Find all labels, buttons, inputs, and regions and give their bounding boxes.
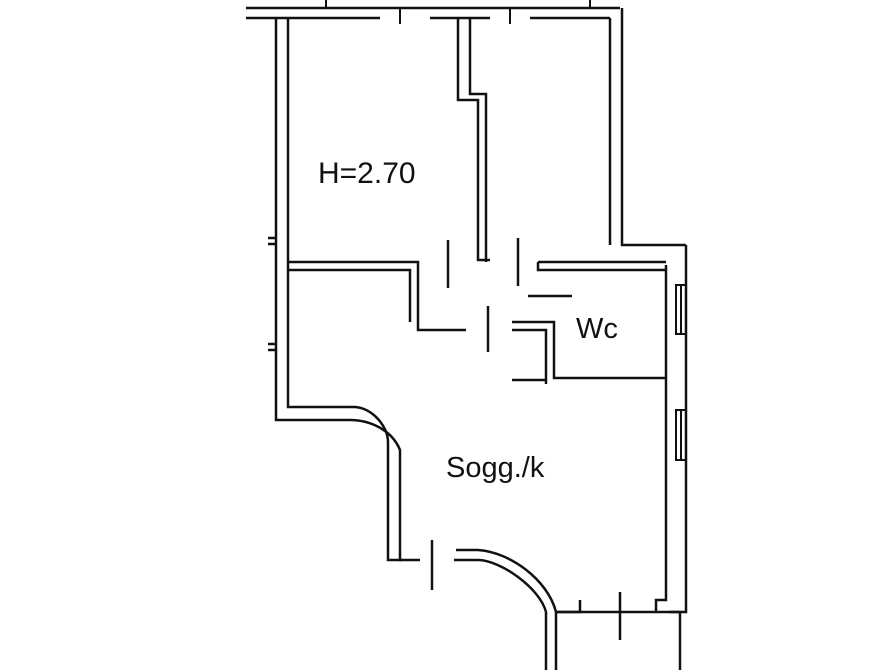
left-wall-outer (274, 18, 420, 562)
room-label-living: Sogg./k (446, 452, 545, 484)
bottom-wall-inner (456, 548, 582, 614)
wc-top-wall (536, 260, 666, 272)
wc-left-wall (512, 320, 666, 384)
left-wall-notch-bottom (268, 342, 276, 352)
balcony (554, 610, 682, 670)
outer-walls (246, 6, 688, 670)
windows (325, 0, 687, 461)
bedroom-bottom-wall (288, 260, 466, 332)
bottom-wall (454, 558, 548, 670)
partition-center (456, 18, 490, 262)
window-top-right (509, 0, 591, 24)
window-right-upper (675, 284, 687, 335)
right-wall-upper (608, 8, 686, 247)
right-wall-inner (654, 265, 668, 612)
window-top-left (325, 0, 401, 24)
room-label-wc: Wc (576, 313, 618, 345)
left-wall-notch-top (268, 236, 276, 246)
interior-walls (288, 18, 666, 640)
room-label-bedroom: H=2.70 (318, 157, 416, 190)
left-wall-inner (286, 18, 402, 562)
window-right-lower (675, 409, 687, 461)
right-wall-outer (670, 245, 688, 614)
